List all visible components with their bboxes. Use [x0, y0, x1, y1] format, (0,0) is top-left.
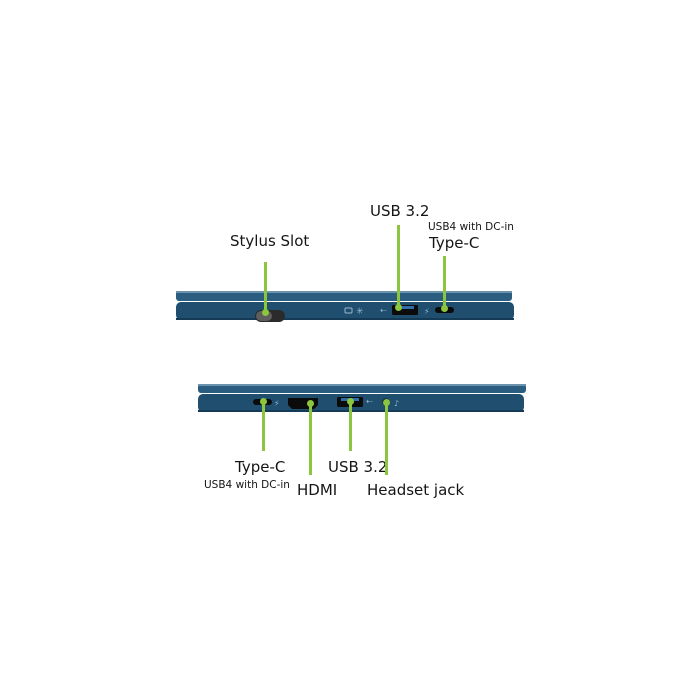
headset-symbol-icon: ♪ — [394, 399, 399, 408]
top-base-shadow — [176, 318, 514, 320]
bottom-usb4-symbol-icon: ⚡ — [274, 399, 280, 408]
stylus-slot-leader-line — [264, 262, 267, 312]
top-lid-highlight — [176, 291, 512, 293]
hdmi-label: HDMI — [297, 481, 338, 499]
top-typec-sub-label: USB4 with DC-in — [428, 221, 514, 233]
battery-icon — [344, 307, 353, 314]
top-lid — [176, 291, 512, 301]
usb4-symbol-icon: ⚡ — [424, 307, 430, 316]
headset-jack-label: Headset jack — [367, 481, 465, 499]
top-usb32-label: USB 3.2 — [370, 202, 430, 220]
top-typec-leader-line — [443, 256, 446, 308]
bottom-lid-highlight — [198, 384, 526, 386]
bottom-typec-sub-label: USB4 with DC-in — [204, 479, 290, 491]
bottom-usb32-leader-line — [349, 403, 352, 451]
bottom-typec-leader-dot — [260, 398, 267, 405]
top-usb32-leader-dot — [395, 304, 402, 311]
bottom-base-shadow — [198, 410, 524, 412]
bottom-typec-leader-line — [262, 403, 265, 451]
stylus-slot-label: Stylus Slot — [230, 232, 310, 250]
usb-symbol-icon: ⇠ — [380, 306, 387, 315]
headset-leader-dot — [383, 399, 390, 406]
brightness-icon: ✳ — [356, 307, 364, 317]
headset-leader-line — [385, 404, 388, 475]
bottom-usb32-leader-dot — [347, 398, 354, 405]
bottom-lid — [198, 384, 526, 393]
bottom-usb-symbol-icon: ⇠ — [366, 397, 373, 406]
hdmi-leader-dot — [307, 400, 314, 407]
stylus-slot-leader-dot — [262, 309, 269, 316]
bottom-usb32-label: USB 3.2 — [328, 458, 388, 476]
usb32-port-tongue — [396, 306, 414, 309]
top-usb32-leader-line — [397, 225, 400, 308]
top-typec-label: Type-C — [429, 234, 480, 252]
top-typec-leader-dot — [441, 305, 448, 312]
hdmi-leader-line — [309, 405, 312, 475]
bottom-typec-label: Type-C — [235, 458, 286, 476]
